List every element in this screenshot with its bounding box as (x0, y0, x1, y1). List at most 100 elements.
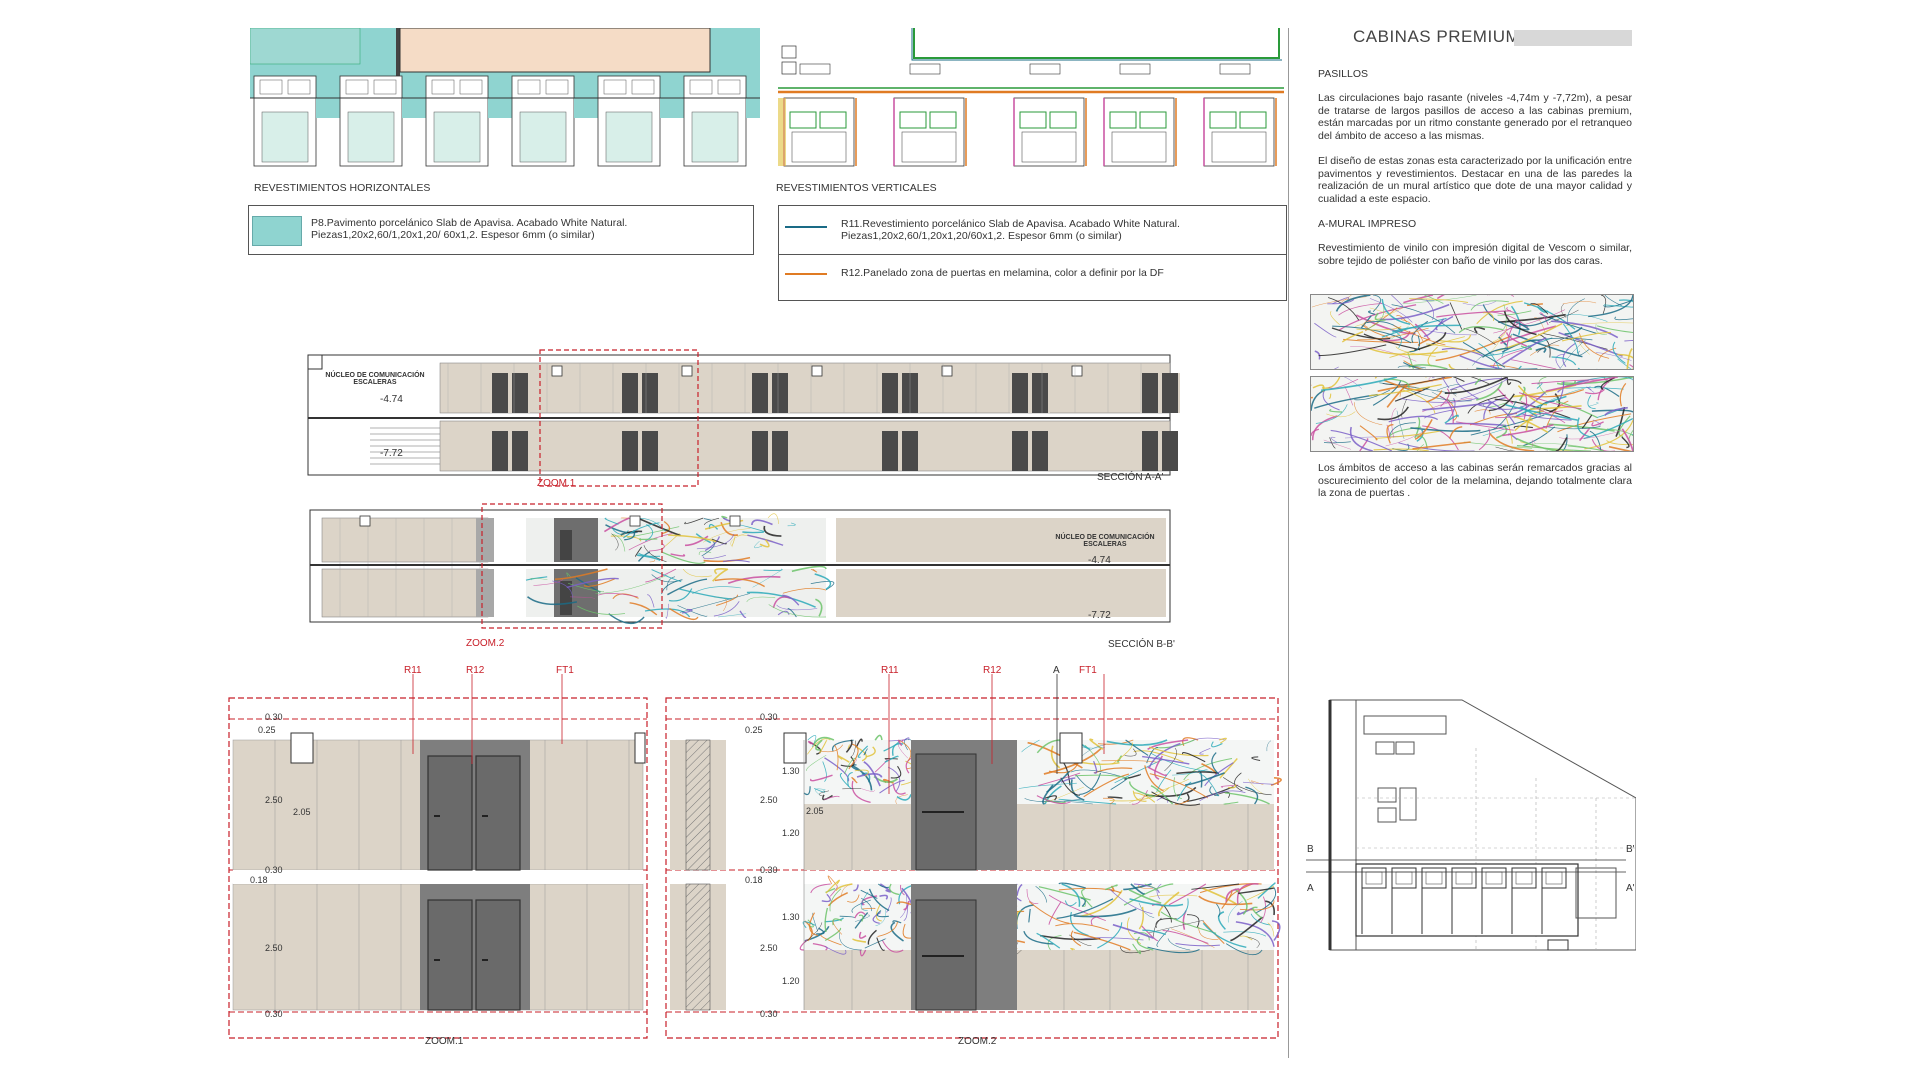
mural-stroke (1202, 922, 1247, 948)
mural-stroke (1588, 402, 1599, 407)
zoom1-elevation (228, 674, 648, 1039)
plan-corridor-notch (746, 98, 760, 118)
mural-stroke (1391, 304, 1456, 334)
mural-image-1 (1310, 294, 1634, 370)
mural-stroke (1398, 442, 1475, 451)
mural-stroke (901, 739, 904, 742)
mural-stroke (665, 603, 669, 619)
zoom2-elevation (665, 674, 1282, 1039)
mural-stroke (1318, 366, 1339, 369)
mural-stroke (1149, 773, 1209, 799)
mural-stroke (1559, 381, 1565, 401)
mural-stroke (1551, 320, 1619, 339)
mural-stroke (803, 786, 811, 796)
mural-stroke (1545, 377, 1618, 392)
mural-stroke (1027, 741, 1083, 769)
plan-cabin-bed (431, 79, 455, 95)
mural-stroke (1160, 911, 1217, 934)
mural-stroke (1131, 790, 1148, 805)
mural-stroke (863, 748, 868, 756)
mural-stroke (1606, 440, 1633, 446)
mural-stroke (1245, 936, 1260, 949)
plan-v-bed (1209, 111, 1237, 129)
mural-stroke (1230, 916, 1264, 942)
mural-stroke (1185, 772, 1225, 786)
mural-stroke (1501, 333, 1513, 358)
mural-stroke (682, 568, 712, 578)
aa-level-bottom: -7.72 (380, 448, 403, 459)
mural-stroke (1075, 774, 1095, 791)
mural-stroke (679, 593, 750, 613)
mural-stroke (1021, 739, 1040, 753)
mural-stroke (681, 608, 693, 614)
mural-stroke (1531, 379, 1608, 385)
mural-stroke (807, 738, 831, 755)
bb-zoom-label: ZOOM.2 (466, 638, 505, 649)
mural-stroke (863, 761, 881, 787)
mural-stroke (903, 904, 908, 921)
mural-stroke (1424, 409, 1455, 419)
mural-stroke (1023, 930, 1054, 945)
aa-door (1142, 373, 1158, 413)
mural-stroke (1133, 932, 1150, 941)
mural-stroke (577, 605, 626, 615)
mural-stroke (824, 907, 829, 933)
kp-cabin (1541, 867, 1567, 889)
mural-stroke (1058, 882, 1086, 889)
mural-stroke (868, 888, 890, 912)
mural-stroke (1260, 896, 1267, 924)
mural-stroke (1050, 745, 1061, 769)
mural-stroke (872, 911, 881, 924)
mural-stroke (1414, 298, 1435, 301)
p8-line1: P8.Pavimento porcelánico Slab de Apavisa… (311, 217, 628, 229)
mural-stroke (1090, 916, 1100, 926)
mural-stroke (1338, 303, 1383, 316)
mural-stroke (1217, 911, 1226, 930)
mural-stroke (1266, 740, 1272, 752)
mural-stroke (637, 551, 651, 562)
mural-stroke (816, 927, 825, 935)
mural-stroke (1321, 377, 1398, 392)
mural-stroke (884, 758, 898, 760)
mural-stroke (1501, 337, 1547, 365)
zoom2-dim-030b: 0.30 (760, 865, 778, 875)
aa-core-label: NÚCLEO DE COMUNICACIÓN ESCALERAS (325, 372, 425, 386)
keyplan-label-a-prime: A' (1626, 883, 1635, 894)
mural-stroke (1581, 414, 1593, 429)
mural-stroke (839, 772, 852, 790)
mural-stroke (1489, 433, 1535, 451)
zoom2-tag-ft1: FT1 (1079, 665, 1097, 676)
mural-stroke (1585, 388, 1605, 395)
mural-stroke (1224, 792, 1270, 805)
mural-stroke (1603, 299, 1633, 308)
mural-stroke (860, 891, 869, 911)
plan-v-bed (1239, 111, 1267, 129)
mural-stroke (1439, 377, 1465, 382)
mural-stroke (1539, 401, 1555, 416)
mural-stroke (1073, 931, 1131, 951)
plan-cabin-bed (631, 79, 655, 95)
mural-stroke (1129, 778, 1190, 803)
mural-stroke (530, 577, 548, 581)
legend-horizontal-box: P8.Pavimento porcelánico Slab de Apavisa… (248, 205, 754, 255)
mural-stroke (730, 532, 748, 548)
aa-door (902, 431, 918, 471)
mural-stroke (1591, 409, 1633, 413)
mural-stroke (1501, 304, 1507, 331)
mural-stroke (809, 774, 833, 782)
mural-stroke (839, 915, 855, 918)
mural-stroke (1326, 411, 1356, 418)
mural-stroke (1403, 362, 1448, 369)
aa-door (512, 431, 528, 471)
mural-stroke (1133, 750, 1184, 763)
mural-stroke (1081, 937, 1144, 941)
mural-stroke (1315, 404, 1348, 424)
mural-stroke (1551, 356, 1577, 366)
mural-stroke (1512, 333, 1583, 358)
mural-stroke (1128, 889, 1162, 904)
mural-stroke (1332, 297, 1350, 305)
mural-stroke (829, 886, 838, 897)
plan-cabin-room (605, 111, 653, 163)
mural-stroke (1042, 784, 1054, 805)
mural-stroke (1327, 297, 1360, 321)
